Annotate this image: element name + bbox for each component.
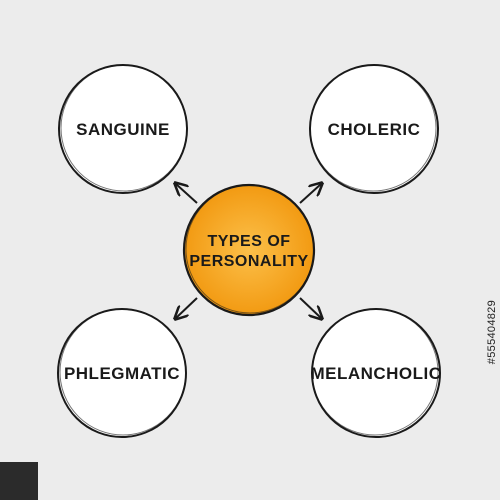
node-label-sanguine: SANGUINE: [76, 120, 170, 139]
node-sanguine: SANGUINE: [58, 64, 188, 194]
arrow-to-melancholic: [299, 297, 321, 318]
node-melancholic: MELANCHOLIC: [310, 308, 441, 438]
stock-id-watermark: #555404829: [486, 300, 498, 365]
node-phlegmatic: PHLEGMATIC: [57, 308, 187, 438]
arrow-to-choleric: [299, 184, 321, 204]
center-label-line1: TYPES OF: [207, 233, 290, 250]
arrow-to-phlegmatic: [176, 297, 198, 318]
stock-logo-icon: [0, 462, 38, 500]
node-label-choleric: CHOLERIC: [328, 120, 421, 139]
arrow-to-sanguine: [176, 184, 198, 204]
node-label-melancholic: MELANCHOLIC: [310, 364, 441, 383]
center-node: TYPES OF PERSONALITY: [182, 183, 316, 317]
center-label-line2: PERSONALITY: [189, 253, 308, 270]
node-choleric: CHOLERIC: [309, 64, 439, 194]
node-label-phlegmatic: PHLEGMATIC: [64, 364, 180, 383]
